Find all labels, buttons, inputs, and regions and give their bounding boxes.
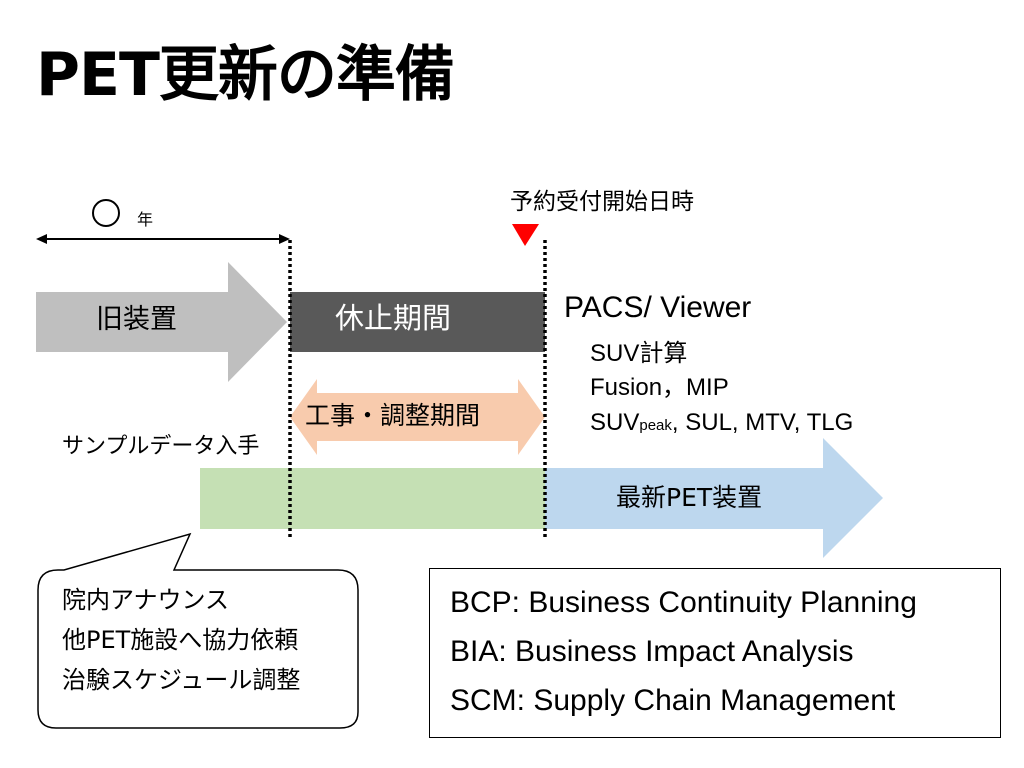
pacs-item-fusion: Fusion，MIP — [590, 374, 729, 401]
old-device-label: 旧装置 — [96, 304, 177, 335]
downtime-bar — [290, 292, 545, 352]
year-span-arrow — [36, 234, 290, 244]
callout-bubble — [37, 532, 359, 729]
peak-subscript: peak — [639, 417, 672, 434]
construction-double-arrow — [290, 379, 545, 455]
page-title: PET更新の準備 — [36, 40, 455, 110]
construction-label: 工事・調整期間 — [305, 401, 481, 430]
new-device-label: 最新PET装置 — [616, 483, 763, 512]
old-device-arrow — [36, 262, 287, 382]
booking-start-label: 予約受付開始日時 — [510, 189, 694, 215]
callout-line: 他PET施設へ協力依頼 — [62, 626, 299, 654]
pacs-item-suvpeak: SUVpeak, SUL, MTV, TLG — [590, 411, 853, 435]
sample-data-label: サンプルデータ入手 — [62, 434, 260, 459]
abbreviations-box — [429, 568, 1001, 738]
pacs-viewer-title: PACS/ Viewer — [564, 291, 752, 324]
pacs-item-suv: SUV計算 — [590, 340, 688, 367]
abbreviation-scm: SCM: Supply Chain Management — [450, 684, 896, 717]
booking-marker-icon — [512, 224, 539, 246]
abbreviation-bia: BIA: Business Impact Analysis — [450, 635, 854, 668]
suv-text: SUV — [590, 409, 640, 436]
sample-data-bar — [200, 468, 545, 529]
new-device-arrow — [545, 438, 883, 558]
year-circle-icon — [92, 199, 120, 227]
year-label: 年 — [137, 210, 154, 229]
downtime-label: 休止期間 — [335, 301, 452, 335]
callout-line: 院内アナウンス — [62, 586, 230, 614]
metrics-text: , SUL, MTV, TLG — [671, 409, 854, 436]
abbreviation-bcp: BCP: Business Continuity Planning — [450, 586, 917, 619]
callout-line: 治験スケジュール調整 — [62, 666, 301, 694]
